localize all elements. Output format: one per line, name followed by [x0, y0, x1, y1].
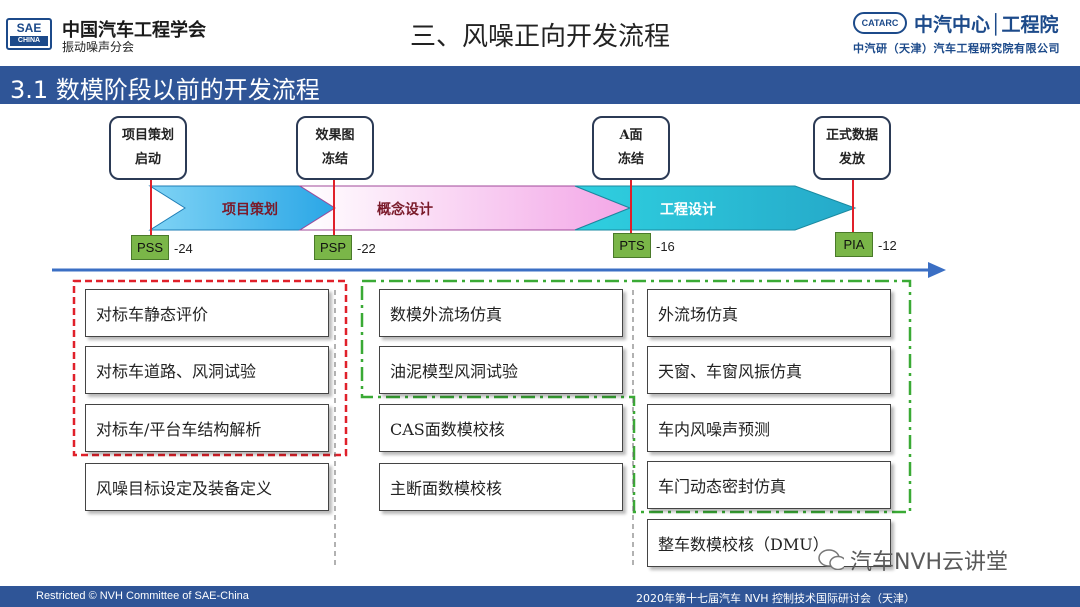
phase-chevron-concept — [298, 185, 632, 231]
milestone-data-release: 正式数据 发放 — [813, 116, 891, 180]
task-benchmark-static-eval: 对标车静态评价 — [85, 289, 329, 337]
task-cas-surface-check: CAS面数模校核 — [379, 404, 623, 452]
gate-pia: PIA — [835, 232, 873, 257]
gate-psp-offset: -22 — [357, 241, 376, 256]
wechat-icon — [818, 549, 844, 570]
task-sunroof-window-buffeting: 天窗、车窗风振仿真 — [647, 346, 891, 394]
phase-label-planning: 项目策划 — [222, 201, 278, 218]
task-target-setting: 风噪目标设定及装备定义 — [85, 463, 329, 511]
gate-pts-offset: -16 — [656, 239, 675, 254]
org-subtitle: 振动噪声分会 — [62, 40, 135, 54]
milestone-rendering-freeze: 效果图 冻结 — [296, 116, 374, 180]
task-benchmark-road-tunnel-test: 对标车道路、风洞试验 — [85, 346, 329, 394]
org-name: 中国汽车工程学会 — [62, 20, 206, 41]
gate-pts: PTS — [613, 233, 651, 258]
benchmark-group-frame — [72, 279, 348, 457]
task-dmu-check: 整车数模校核（DMU） — [647, 519, 891, 567]
footer-copyright: Restricted © NVH Committee of SAE-China — [36, 590, 249, 602]
catarc-logo-text: 中汽中心│工程院 — [914, 14, 1059, 36]
sae-china-logo: SAE CHINA — [6, 18, 52, 50]
footer-conference: 2020年第十七届汽车 NVH 控制技术国际研讨会（天津） — [636, 592, 916, 605]
task-interior-wind-noise-predict: 车内风噪声预测 — [647, 404, 891, 452]
task-flow-field-sim: 外流场仿真 — [647, 289, 891, 337]
milestone-line-pts — [630, 178, 632, 236]
milestone-project-start: 项目策划 启动 — [109, 116, 187, 180]
task-external-flow-sim: 数模外流场仿真 — [379, 289, 623, 337]
timeline-arrowhead — [928, 262, 946, 278]
section-bar — [0, 66, 1080, 104]
milestone-line-pia — [852, 178, 854, 236]
gate-psp: PSP — [314, 235, 352, 260]
page-title: 三、风噪正向开发流程 — [409, 22, 670, 52]
section-title: 3.1 数模阶段以前的开发流程 — [10, 76, 320, 104]
task-benchmark-structure-analysis: 对标车/平台车结构解析 — [85, 404, 329, 452]
phase-label-concept: 概念设计 — [377, 201, 433, 218]
task-door-seal-sim: 车门动态密封仿真 — [647, 461, 891, 509]
milestone-line-psp — [333, 178, 335, 236]
milestone-a-surface-freeze: A面 冻结 — [592, 116, 670, 180]
watermark-text: 汽车NVH云讲堂 — [850, 550, 1009, 575]
gate-pia-offset: -12 — [878, 238, 897, 253]
gate-pss: PSS — [131, 235, 169, 260]
catarc-subtitle: 中汽研（天津）汽车工程研究院有限公司 — [853, 42, 1060, 55]
milestone-line-pss — [150, 178, 152, 236]
gate-pss-offset: -24 — [174, 241, 193, 256]
phase-label-engineering: 工程设计 — [660, 201, 716, 218]
catarc-logo: CATARC — [853, 12, 907, 34]
wind-noise-group-frame — [360, 279, 912, 514]
footer-bar — [0, 586, 1080, 607]
task-main-section-check: 主断面数模校核 — [379, 463, 623, 511]
task-clay-model-tunnel-test: 油泥模型风洞试验 — [379, 346, 623, 394]
